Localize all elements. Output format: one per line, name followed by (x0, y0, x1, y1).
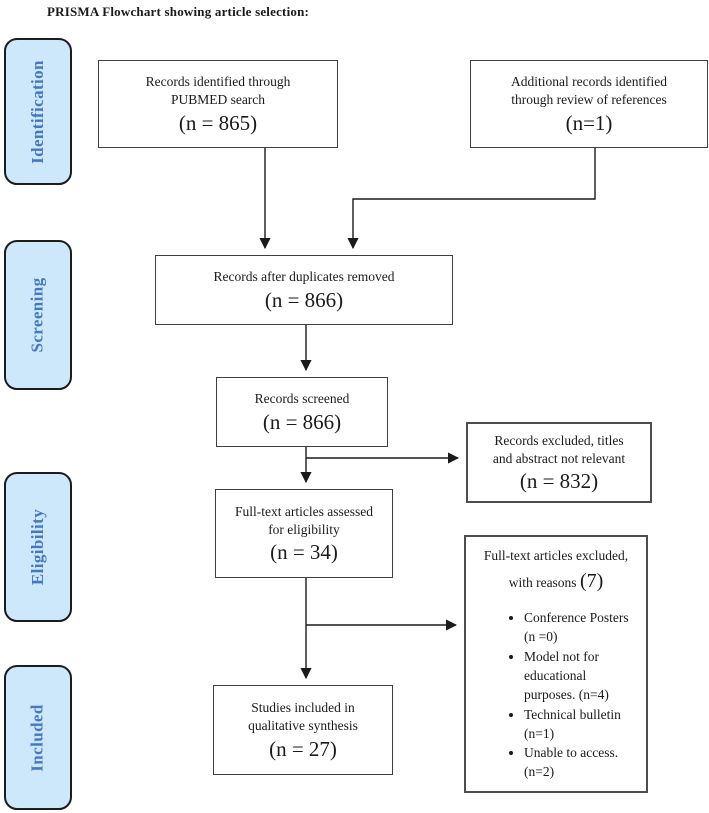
box-count: (n = 865) (178, 110, 258, 135)
box-line: qualitative synthesis (248, 718, 358, 734)
box-line: Studies included in (251, 700, 355, 716)
box-count: (n = 34) (270, 540, 338, 565)
box-line: and abstract not relevant (492, 450, 626, 466)
box-line: through review of references (511, 92, 667, 108)
exclusion-reason-item: Conference Posters (n =0) (524, 609, 634, 647)
exclusion-reason-item: Model not for educational purposes. (n=4… (524, 648, 634, 705)
box-line: for eligibility (268, 521, 340, 537)
stage-identification: Identification (4, 38, 72, 185)
stage-included: Included (4, 665, 72, 810)
stage-included-label: Included (28, 703, 48, 772)
box-records-identified: Records identified through PUBMED search… (98, 60, 338, 148)
box-studies-included: Studies included in qualitative synthesi… (213, 685, 393, 775)
box-count: (n = 27) (269, 736, 337, 761)
stage-screening: Screening (4, 240, 72, 390)
box-line: Full-text articles assessed (235, 503, 373, 519)
box-line: Full-text articles excluded, (483, 548, 629, 563)
stage-eligibility-label: Eligibility (28, 508, 48, 586)
box-line: PUBMED search (170, 92, 266, 108)
page-title: PRISMA Flowchart showing article selecti… (47, 4, 310, 19)
box-records-excluded: Records excluded, titles and abstract no… (466, 422, 652, 503)
exclusion-reason-item: Technical bulletin (n=1) (524, 706, 634, 744)
exclusion-reason-item: Unable to access. (n=2) (524, 744, 634, 782)
box-fulltext-excluded: Full-text articles excluded, with reason… (464, 535, 648, 793)
box-line: Records identified through (145, 74, 291, 90)
reasons-count: (7) (579, 570, 604, 593)
box-duplicates-removed: Records after duplicates removed (n = 86… (155, 255, 453, 325)
box-count: (n = 832) (519, 469, 599, 494)
box-line: with reasons (7) (509, 568, 604, 595)
box-line: Records after duplicates removed (213, 269, 395, 285)
box-line: Records excluded, titles (494, 432, 624, 448)
stage-identification-label: Identification (28, 59, 48, 164)
box-count: (n = 866) (264, 287, 344, 312)
box-fulltext-assessed: Full-text articles assessed for eligibil… (215, 489, 393, 578)
exclusion-reasons-list: Conference Posters (n =0) Model not for … (472, 609, 640, 783)
box-records-screened: Records screened (n = 866) (216, 377, 388, 447)
stage-eligibility: Eligibility (4, 472, 72, 622)
box-additional-records: Additional records identified through re… (470, 60, 708, 148)
reasons-prefix: with reasons (508, 575, 577, 591)
stage-screening-label: Screening (28, 277, 47, 353)
box-line: Records screened (254, 391, 350, 407)
box-line: Additional records identified (511, 74, 667, 90)
arrow-additional-to-duplicates (347, 148, 596, 250)
box-count: (n = 866) (262, 409, 342, 434)
box-count: (n=1) (565, 110, 613, 135)
